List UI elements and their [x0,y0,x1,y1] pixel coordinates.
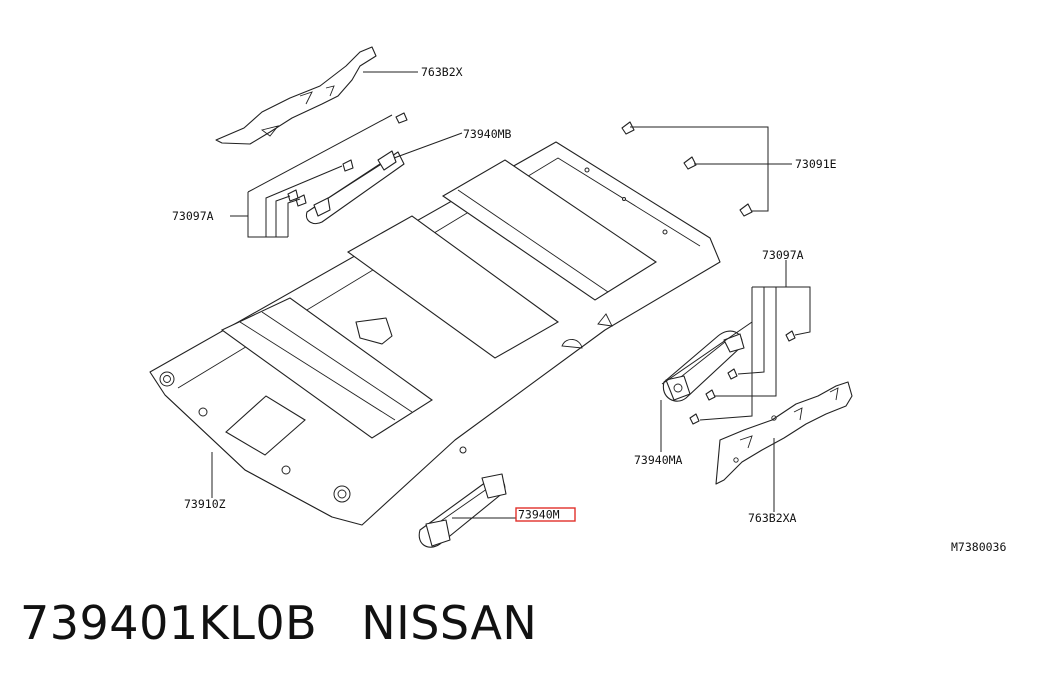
assist-grip-front [418,473,507,548]
figure-code: M7380036 [951,540,1006,554]
part-title: 739401KL0B NISSAN [20,596,537,650]
callout-73091E: 73091E [795,157,837,171]
callout-73940MA: 73940MA [634,453,683,467]
assist-grip-right [662,330,745,402]
clip-screws-left [287,112,408,207]
clip-screws-right [621,121,753,217]
callout-73097A-right: 73097A [762,248,804,262]
callout-763B2XA: 763B2XA [748,511,797,525]
callout-73940MB: 73940MB [463,127,512,141]
brand-name: NISSAN [361,596,538,650]
part-number: 739401KL0B [20,596,318,650]
clip-screws-right-lower [689,330,796,425]
assist-grip-rear [305,150,405,225]
callout-73097A-left: 73097A [172,209,214,223]
highlight-box [515,507,576,522]
bracket-front [715,381,853,485]
callout-73940M[interactable]: 73940M [518,508,560,522]
callout-763B2X: 763B2X [421,65,463,79]
callout-73910Z: 73910Z [184,497,226,511]
headlining-panel [149,141,721,526]
exploded-parts-diagram: 763B2X 73940MB 73097A 73091E 73097A 7394… [149,46,1006,554]
bracket-rear [215,46,377,145]
leader-lines [211,71,811,519]
